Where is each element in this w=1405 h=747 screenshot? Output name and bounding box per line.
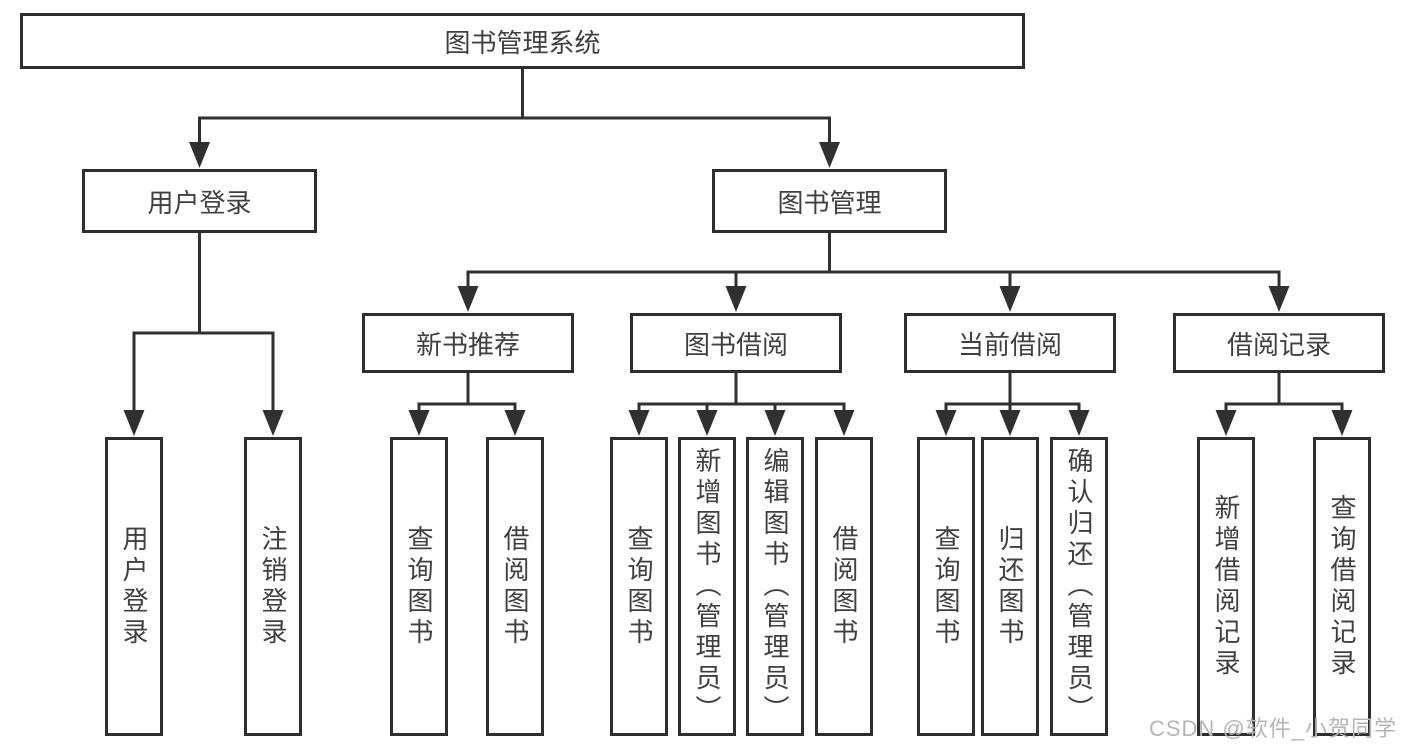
leaf-label: 归还图书 — [995, 524, 1025, 649]
leaf-nb-query-book: 查询图书 — [390, 437, 448, 736]
leaf-cb-confirm-return: 确认归还（管理员） — [1050, 437, 1108, 736]
node-label: 当前借阅 — [957, 329, 1062, 360]
leaf-label: 用户登录 — [119, 524, 149, 649]
leaf-cb-return-book: 归还图书 — [981, 437, 1039, 736]
node-label: 用户登录 — [147, 187, 252, 218]
leaf-logout: 注销登录 — [244, 437, 302, 736]
leaf-cb-query-book: 查询图书 — [917, 437, 975, 736]
leaf-bb-edit-book: 编辑图书（管理员） — [746, 437, 804, 736]
leaf-label: 新增借阅记录 — [1211, 493, 1241, 680]
leaf-bb-borrow-book: 借阅图书 — [815, 437, 873, 736]
node-system-title: 图书管理系统 — [20, 13, 1025, 69]
node-label: 图书管理系统 — [444, 27, 601, 58]
leaf-label: 确认归还（管理员） — [1064, 447, 1094, 726]
csdn-watermark: CSDN @软件_小贺同学 — [1148, 716, 1397, 741]
leaf-br-add-record: 新增借阅记录 — [1197, 437, 1255, 736]
leaf-label: 查询图书 — [931, 524, 961, 649]
node-label: 新书推荐 — [415, 329, 520, 360]
leaf-bb-add-book: 新增图书（管理员） — [678, 437, 736, 736]
leaf-user-login: 用户登录 — [105, 437, 163, 736]
leaf-label: 注销登录 — [258, 524, 288, 649]
node-current-borrowing: 当前借阅 — [904, 313, 1116, 373]
leaf-label: 借阅图书 — [500, 524, 530, 649]
leaf-label: 新增图书（管理员） — [692, 447, 722, 726]
leaf-label: 借阅图书 — [829, 524, 859, 649]
node-label: 图书借阅 — [683, 329, 788, 360]
node-new-book-recommend: 新书推荐 — [362, 313, 574, 373]
node-book-management: 图书管理 — [712, 169, 947, 233]
leaf-label: 查询借阅记录 — [1327, 493, 1357, 680]
leaf-label: 查询图书 — [624, 524, 654, 649]
leaf-label: 查询图书 — [404, 524, 434, 649]
node-label: 借阅记录 — [1226, 329, 1331, 360]
leaf-label: 编辑图书（管理员） — [760, 447, 790, 726]
leaf-nb-borrow-book: 借阅图书 — [486, 437, 544, 736]
node-book-borrowing: 图书借阅 — [630, 313, 842, 373]
leaf-br-query-record: 查询借阅记录 — [1313, 437, 1371, 736]
node-borrowing-records: 借阅记录 — [1173, 313, 1385, 373]
leaf-bb-query-book: 查询图书 — [610, 437, 668, 736]
node-label: 图书管理 — [777, 187, 882, 218]
node-user-login: 用户登录 — [82, 169, 317, 233]
